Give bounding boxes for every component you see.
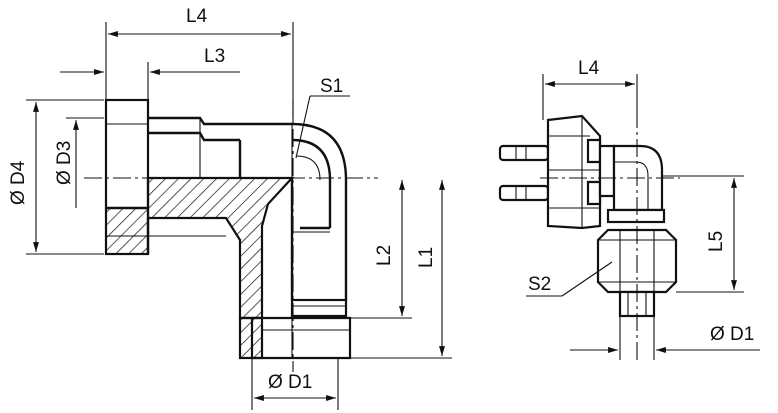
- dim-S1: S1: [295, 76, 350, 159]
- clamp-block: [546, 114, 602, 230]
- flange-section: [104, 98, 150, 256]
- label-L2: L2: [374, 245, 395, 266]
- thread-end: [238, 298, 352, 360]
- label-D1: Ø D1: [268, 372, 312, 393]
- label-L3: L3: [204, 46, 225, 67]
- label-D4: Ø D4: [8, 160, 29, 205]
- label-D3: Ø D3: [54, 141, 75, 185]
- dim-L1: L1: [350, 180, 452, 359]
- dim-D4: Ø D4: [8, 99, 104, 255]
- dim-D1-right: Ø D1: [570, 316, 760, 360]
- label-S2: S2: [528, 274, 551, 295]
- dim-S2: S2: [526, 261, 613, 297]
- sectional-view: [84, 98, 378, 372]
- installed-view: [498, 110, 680, 362]
- label-L4-right: L4: [578, 58, 600, 79]
- stem-tube: [598, 144, 616, 198]
- dim-L3: L3: [60, 46, 240, 100]
- dim-L2: L2: [350, 180, 412, 319]
- dim-D3: Ø D3: [54, 117, 104, 208]
- dim-L4-right: L4: [542, 58, 638, 120]
- dim-D1: Ø D1: [251, 358, 339, 410]
- elbow-bend: [290, 122, 348, 300]
- label-L4: L4: [186, 6, 208, 27]
- label-S1: S1: [320, 76, 343, 97]
- label-L5: L5: [706, 231, 727, 252]
- dim-L5: L5: [662, 175, 744, 293]
- body-upper-outline: [148, 116, 292, 178]
- label-L1: L1: [416, 247, 437, 268]
- bolts: [498, 144, 550, 202]
- dim-L4: L4: [105, 6, 294, 124]
- label-D1-right: Ø D1: [710, 324, 754, 345]
